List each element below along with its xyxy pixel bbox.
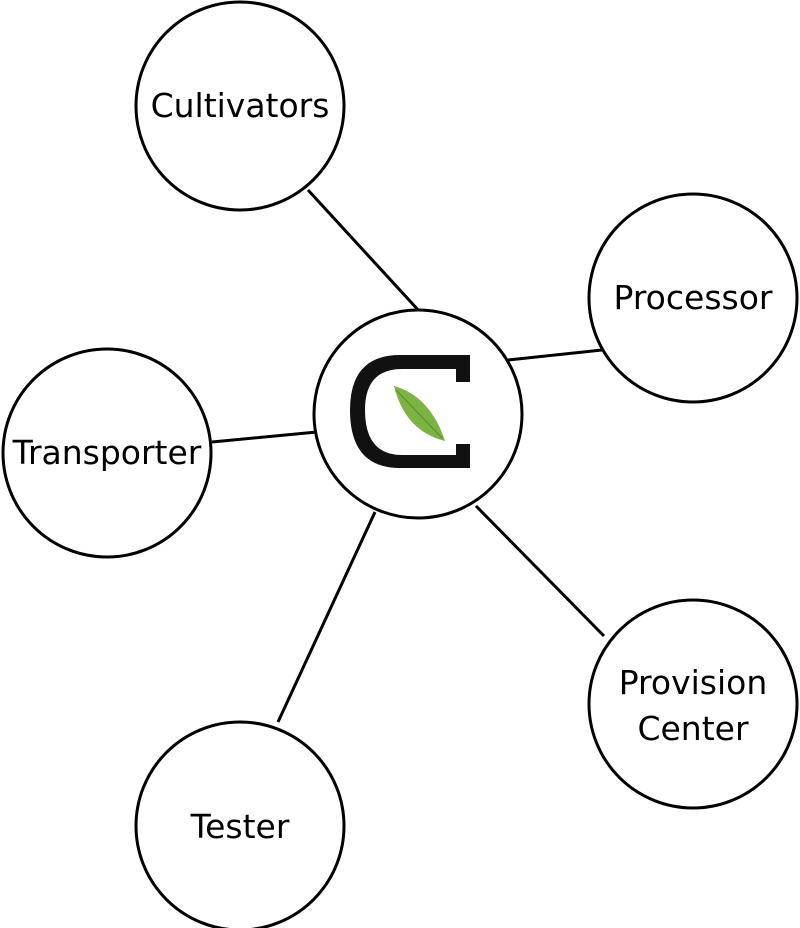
edge-processor: [507, 348, 603, 362]
node-label-center: Center: [637, 709, 749, 748]
hub-node: [312, 308, 524, 520]
node-label-transporter: Transporter: [12, 433, 202, 472]
node-cultivators: Cultivators: [134, 0, 346, 212]
node-label-provision: Provision: [619, 663, 768, 702]
node-label-tester: Tester: [190, 807, 290, 846]
node-label-processor: Processor: [614, 278, 773, 317]
node-processor: Processor: [587, 192, 799, 404]
edge-transporter: [211, 430, 318, 444]
edge-provision-center: [474, 504, 606, 638]
c-leaf-logo-icon: [350, 355, 470, 468]
node-tester: Tester: [134, 720, 346, 928]
edge-tester: [276, 511, 377, 723]
node-transporter: Transporter: [1, 347, 213, 559]
node-provision-center: Provision Center: [587, 598, 799, 810]
edge-cultivators: [306, 188, 422, 314]
node-label-cultivators: Cultivators: [151, 86, 330, 125]
